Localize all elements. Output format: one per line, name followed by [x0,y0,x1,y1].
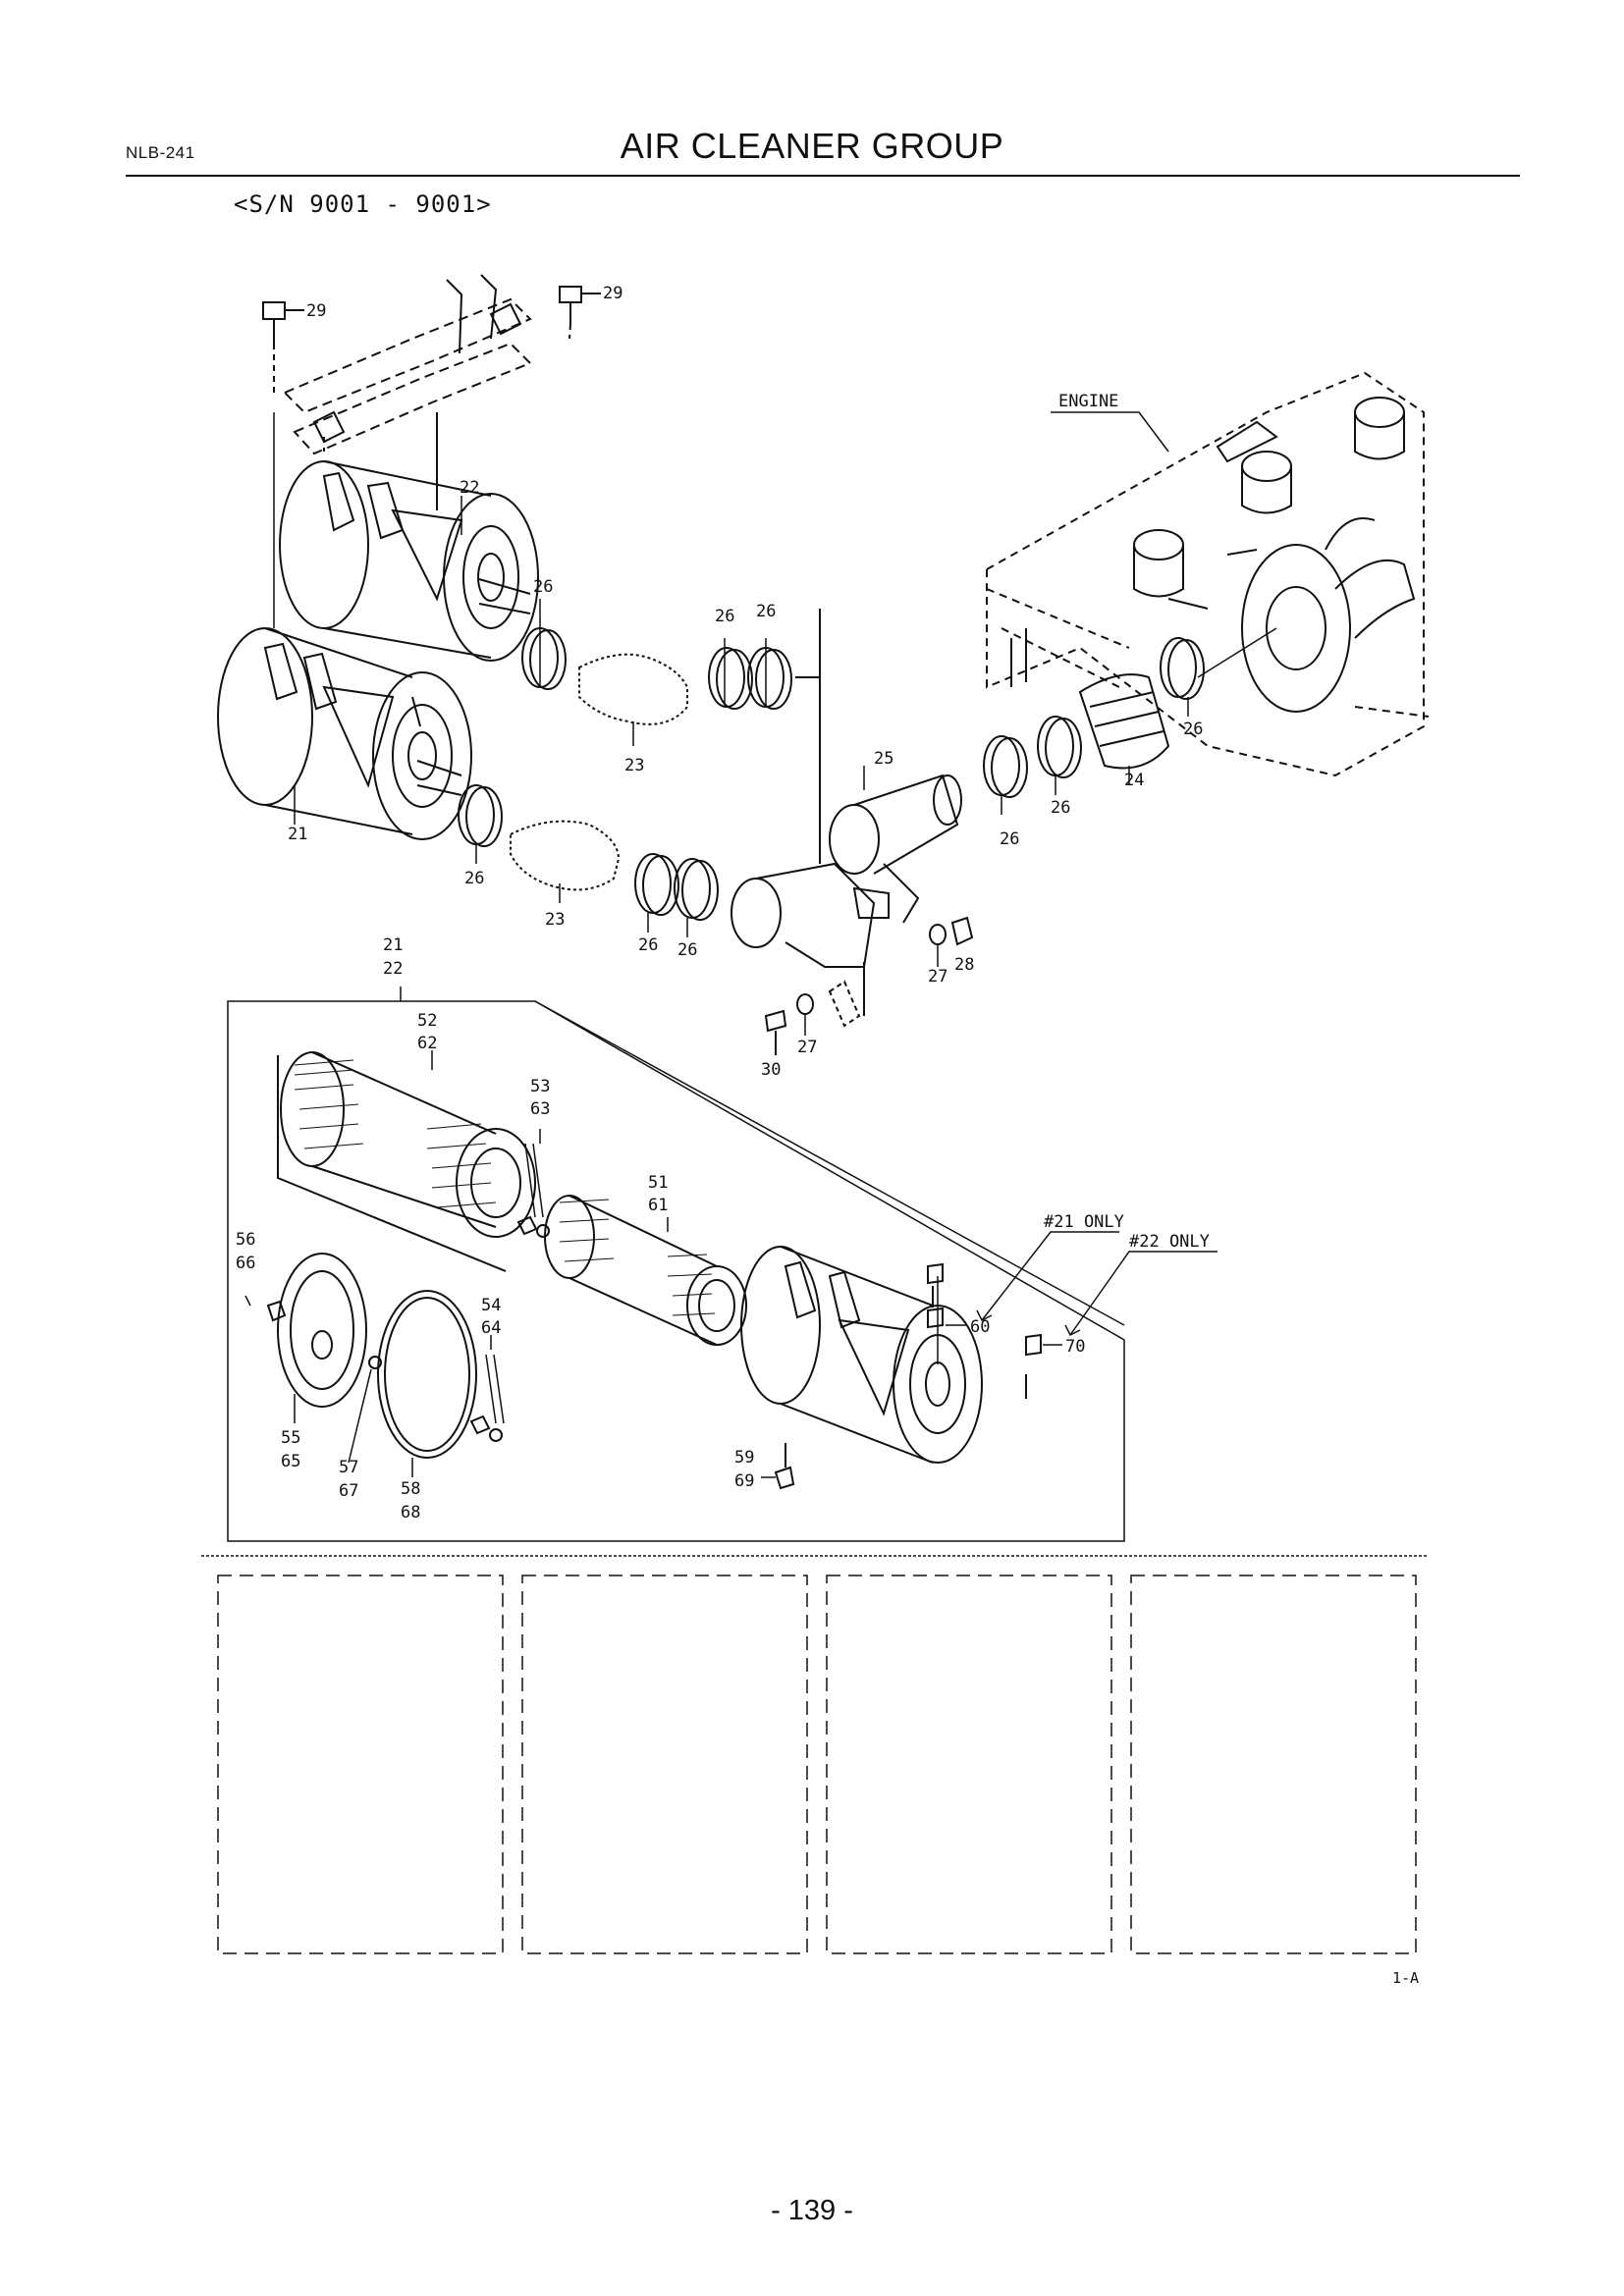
elbow-pipe-lower [731,862,890,968]
callout-29: 29 [306,301,326,321]
callout-23: 23 [545,910,565,930]
bellows-hose-24 [1078,673,1170,770]
note-21-only: #21 ONLY [1044,1212,1124,1232]
callout-27: 27 [797,1038,817,1057]
note-22-only: #22 ONLY [1129,1232,1210,1252]
callout-26: 26 [464,869,484,888]
callout-26: 26 [638,935,658,955]
note-box [521,1575,808,1954]
callout-57: 57 [339,1458,358,1477]
note-leaders [761,1231,1218,1478]
callout-63: 63 [530,1099,550,1119]
page-title: AIR CLEANER GROUP [620,126,1004,166]
elbow-pipe-25 [795,609,962,924]
callout-23: 23 [624,756,644,775]
callout-22: 22 [460,478,479,498]
callout-51: 51 [648,1173,668,1193]
callout-25: 25 [874,749,893,769]
callout-70: 70 [1065,1337,1085,1357]
air-cleaner-22 [279,460,539,662]
callout-60: 60 [970,1317,990,1337]
callout-21: 21 [383,935,403,955]
air-cleaner-21 [217,627,472,840]
detail-box [227,987,1125,1542]
callout-52: 52 [417,1011,437,1031]
callout-22: 22 [383,959,403,979]
callout-67: 67 [339,1481,358,1501]
callout-26: 26 [1051,798,1070,818]
callout-26: 26 [677,940,697,960]
callout-66: 66 [236,1254,255,1273]
engine-label: ENGINE [1058,392,1118,411]
callout-leaders [244,496,1189,1477]
callout-21: 21 [288,825,307,844]
note-box [826,1575,1112,1954]
note-box [217,1575,504,1954]
note-boxes [217,1575,1417,1954]
bolt-29-right [559,286,601,340]
gasket-ring [377,1290,477,1459]
callout-26: 26 [1183,720,1203,739]
callout-59: 59 [734,1448,754,1468]
small-parts-detail [368,1143,1042,1490]
callout-27: 27 [928,967,947,987]
engine-details [1010,397,1416,713]
hose-23-upper [578,653,688,725]
callout-69: 69 [734,1471,754,1491]
callout-26: 26 [715,607,734,626]
callout-65: 65 [281,1452,300,1471]
callout-58: 58 [401,1479,420,1499]
hose-clamps [458,627,1205,921]
callout-labels: 29 29 22 21 26 26 26 23 26 23 26 26 25 2… [236,284,1419,1987]
note-box [1130,1575,1417,1954]
document-code: NLB-241 [126,143,195,162]
outer-filter-element [277,1051,536,1272]
callout-62: 62 [417,1034,437,1053]
title-divider [126,175,1520,177]
callout-54: 54 [481,1296,501,1315]
serial-number-range: <S/N 9001 - 9001> [234,190,492,218]
bolt-29-left [262,301,304,393]
callout-29: 29 [603,284,623,303]
callout-24: 24 [1124,771,1144,790]
callout-26: 26 [1000,829,1019,849]
mounting-bracket [283,274,532,510]
callout-28: 28 [954,955,974,975]
end-cover [266,1253,367,1408]
callout-26: 26 [756,602,776,621]
callout-68: 68 [401,1503,420,1522]
inner-filter-element [544,1195,747,1346]
callout-61: 61 [648,1196,668,1215]
callout-64: 64 [481,1318,501,1338]
detail-housing [740,1246,983,1464]
callout-55: 55 [281,1428,300,1448]
engine-leader [1051,411,1169,453]
callout-56: 56 [236,1230,255,1250]
callout-53: 53 [530,1077,550,1096]
figure-code: 1-A [1392,1969,1419,1987]
engine-outline [986,371,1430,777]
hose-23-lower [510,820,621,891]
page-number: - 139 - [771,2195,853,2226]
callout-30: 30 [761,1060,781,1080]
callout-26: 26 [533,577,553,597]
